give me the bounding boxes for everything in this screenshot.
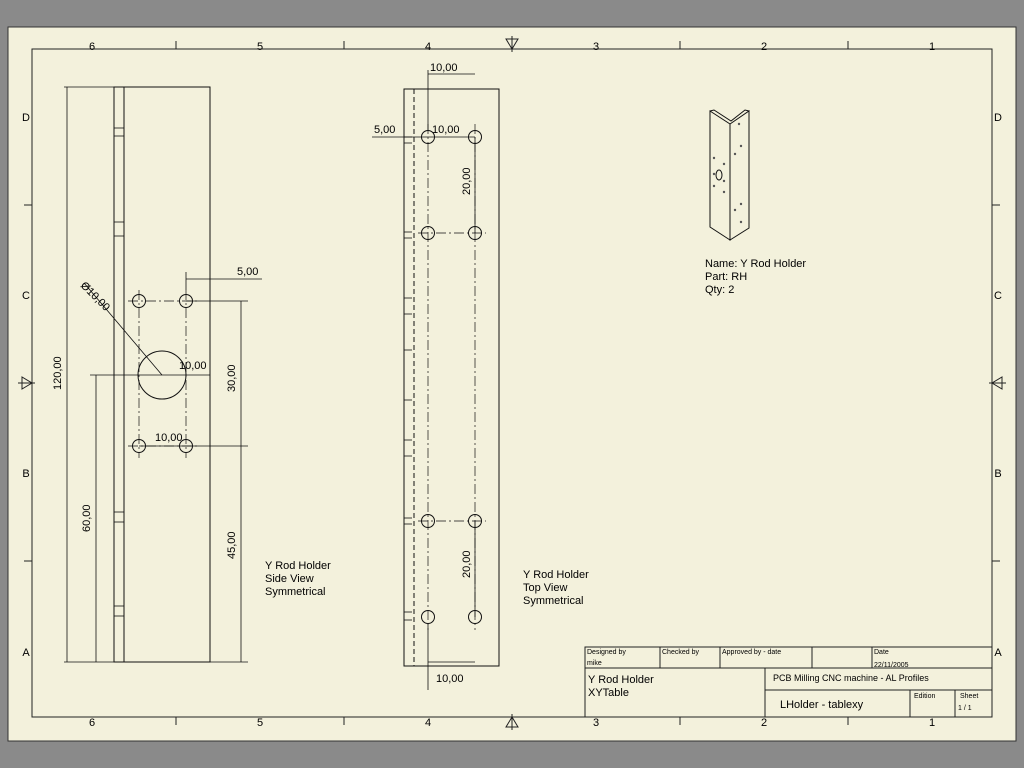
col-label-bottom: 1 — [929, 717, 935, 729]
drawing-subtitle: XYTable — [588, 687, 629, 699]
col-label-top: 4 — [425, 41, 431, 53]
dim-hole-spacing-v: 30,00 — [226, 364, 238, 392]
title-block — [584, 646, 993, 718]
title-block-text: Designed by mike Checked by Approved by … — [587, 649, 978, 712]
sheet-number: 1 / 1 — [958, 705, 972, 712]
dim-hole-spacing-h: 10,00 — [432, 124, 460, 136]
col-label-bottom: 4 — [425, 717, 431, 729]
centering-marks — [18, 36, 1006, 730]
col-label-bottom: 3 — [593, 717, 599, 729]
caption-line: Y Rod Holder — [265, 560, 331, 572]
date: 22/11/2005 — [874, 662, 909, 669]
dim-lower-vertical: 20,00 — [461, 550, 473, 578]
iso-left-face — [709, 110, 731, 241]
caption-line: Y Rod Holder — [523, 569, 589, 581]
side-dim-lines — [64, 86, 262, 663]
top-view-caption: Y Rod Holder Top View Symmetrical — [523, 569, 589, 607]
col-label-bottom: 5 — [257, 717, 263, 729]
col-label-top: 5 — [257, 41, 263, 53]
row-label-right: D — [994, 112, 1002, 124]
checked-by-label: Checked by — [662, 649, 699, 656]
row-label-right: C — [994, 290, 1002, 302]
iso-view — [709, 109, 750, 241]
designed-by-label: Designed by — [587, 649, 626, 656]
row-label-left: C — [22, 290, 30, 302]
side-view-outline — [113, 86, 211, 663]
part-info: Name: Y Rod Holder Part: RH Qty: 2 — [705, 258, 806, 296]
iso-right-face — [729, 110, 750, 241]
approved-label: Approved by - date — [722, 649, 781, 656]
hidden-lines — [114, 127, 124, 617]
part-name: Name: Y Rod Holder — [705, 258, 806, 270]
row-label-left: B — [22, 468, 29, 480]
zone-labels: 6 5 4 3 2 1 6 5 4 3 2 1 D C B A D C B A — [22, 41, 1002, 729]
row-label-left: D — [22, 112, 30, 124]
row-label-right: A — [994, 647, 1002, 659]
col-label-bottom: 6 — [89, 717, 95, 729]
dim-top-width: 10,00 — [430, 62, 458, 74]
row-label-right: B — [994, 468, 1001, 480]
row-label-left: A — [22, 647, 30, 659]
dim-center-width: 10,00 — [179, 360, 207, 372]
top-view-dims: 10,00 5,00 10,00 20,00 20,00 10,00 — [374, 62, 473, 685]
iso-big-hole — [715, 169, 723, 181]
sheet-label: Sheet — [960, 693, 978, 700]
caption-line: Symmetrical — [523, 595, 584, 607]
caption-line: Symmetrical — [265, 586, 326, 598]
paper — [7, 26, 1017, 742]
side-view-caption: Y Rod Holder Side View Symmetrical — [265, 560, 331, 598]
col-label-bottom: 2 — [761, 717, 767, 729]
dim-bottom-height: 45,00 — [226, 531, 238, 559]
col-label-top: 2 — [761, 41, 767, 53]
col-label-top: 1 — [929, 41, 935, 53]
zone-ticks — [24, 41, 1000, 725]
drawing-title: Y Rod Holder — [588, 674, 654, 686]
dim-bottom-width: 10,00 — [436, 673, 464, 685]
date-label: Date — [874, 649, 889, 656]
dim-left-offset: 5,00 — [374, 124, 395, 136]
drawing-name: LHolder - tablexy — [780, 699, 864, 711]
project-name: PCB Milling CNC machine - AL Profiles — [773, 673, 929, 683]
part-number: Part: RH — [705, 271, 747, 283]
top-dim-lines — [372, 70, 476, 690]
part-qty: Qty: 2 — [705, 284, 734, 296]
side-view — [64, 86, 262, 663]
dim-height: 120,00 — [52, 356, 64, 390]
dim-hole-spacing-h: 10,00 — [155, 432, 183, 444]
top-view — [372, 70, 500, 690]
dim-center-height: 60,00 — [81, 504, 93, 532]
col-label-top: 3 — [593, 41, 599, 53]
iso-holes — [712, 122, 743, 224]
edition-label: Edition — [914, 693, 936, 700]
col-label-top: 6 — [89, 41, 95, 53]
caption-line: Top View — [523, 582, 567, 594]
caption-line: Side View — [265, 573, 314, 585]
top-view-outline — [403, 88, 500, 667]
designed-by: mike — [587, 660, 602, 667]
dim-top-offset: 5,00 — [237, 266, 258, 278]
dim-upper-vertical: 20,00 — [461, 167, 473, 195]
